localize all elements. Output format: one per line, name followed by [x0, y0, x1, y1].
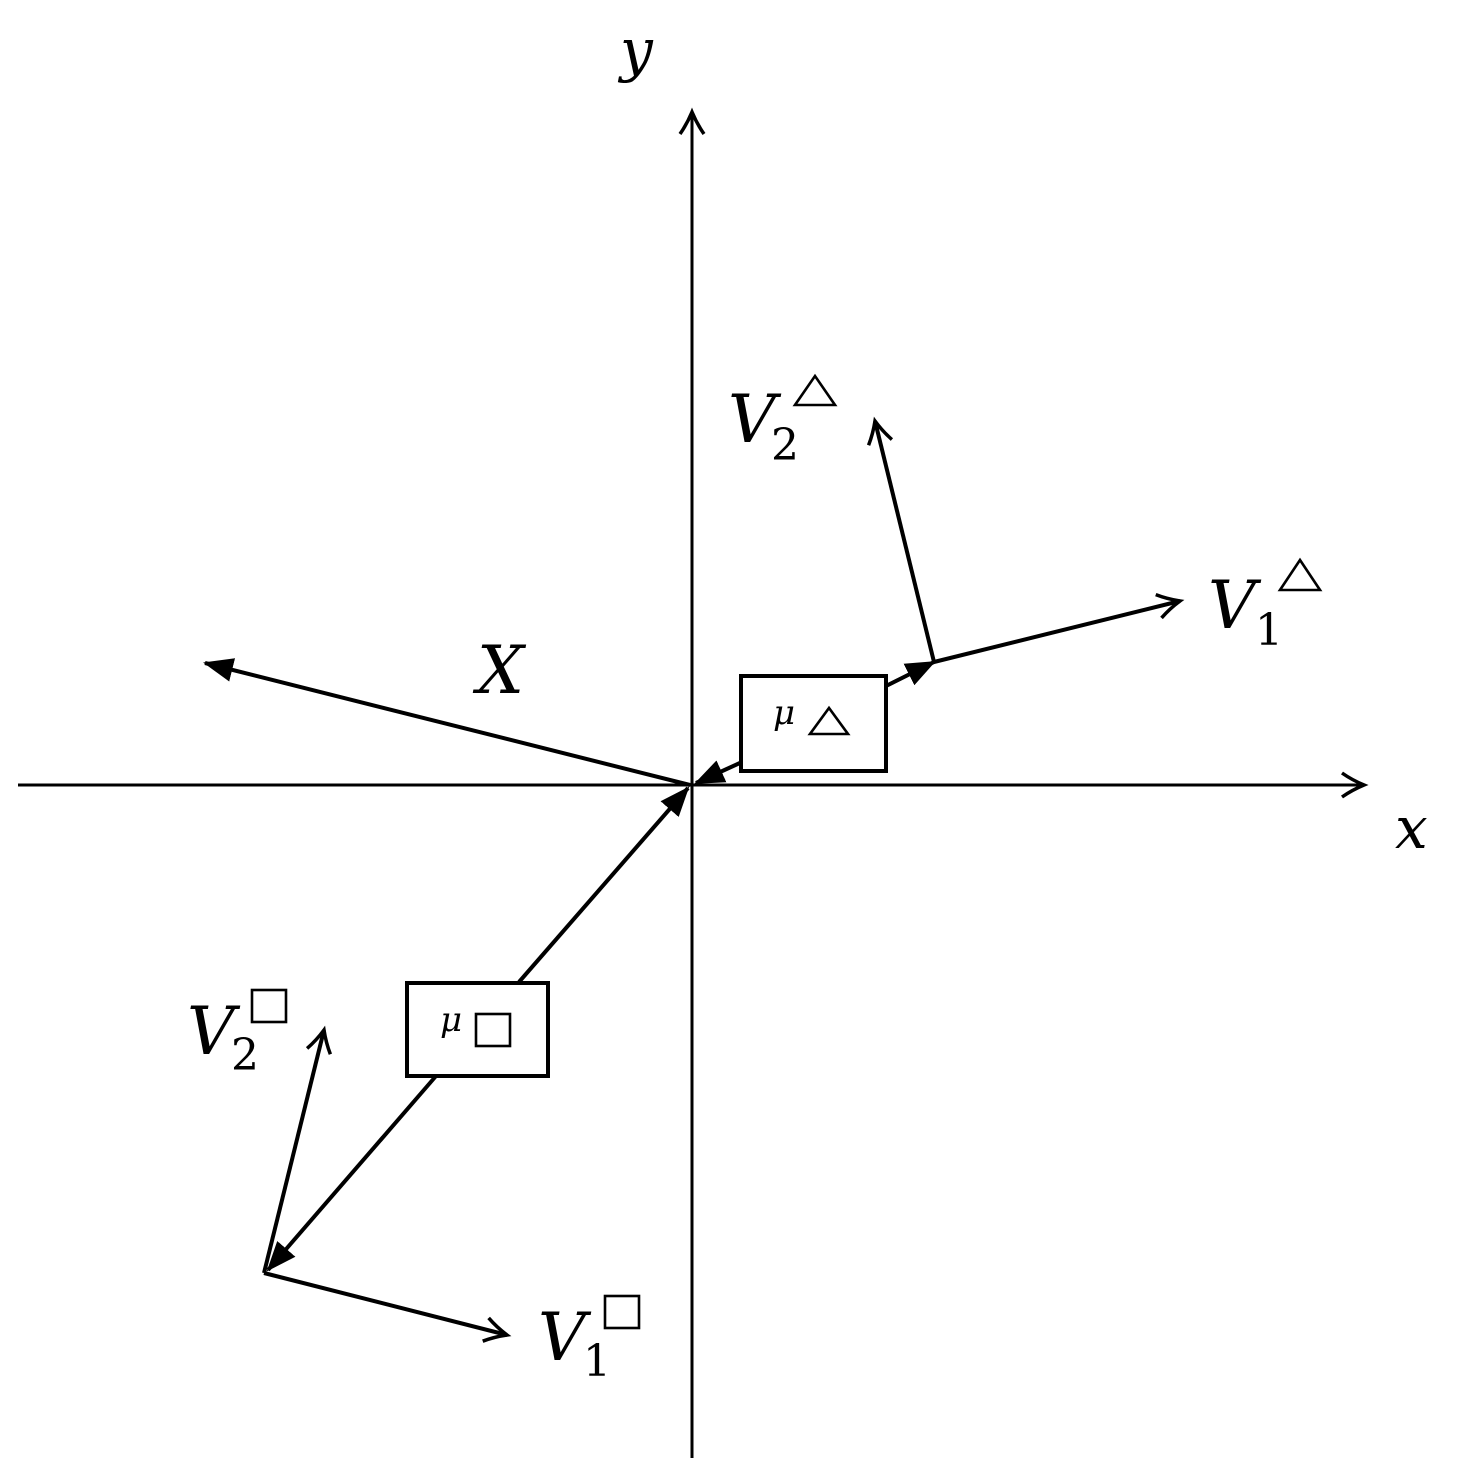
v2-square-letter: V [187, 993, 241, 1070]
vector-v1-square [263, 1271, 512, 1343]
mu-triangle-box [739, 674, 888, 773]
v1-triangle-letter: V [1208, 567, 1262, 644]
vector-v2-triangle [866, 416, 936, 663]
label-v2-triangle: V 2 [728, 373, 838, 471]
mu-triangle-letter: μ [773, 693, 795, 733]
vector-v2-square [262, 1025, 333, 1274]
mu-square-letter: μ [440, 1000, 462, 1040]
v1-square-letter: V [538, 1299, 592, 1376]
square-icon [250, 988, 288, 1024]
triangle-icon [792, 373, 838, 407]
v2-triangle-subscript: 2 [771, 420, 799, 471]
square-icon [474, 1012, 512, 1048]
vector-x [203, 658, 691, 787]
v1-square-subscript: 1 [583, 1336, 611, 1387]
triangle-icon [807, 705, 851, 736]
v2-square-subscript: 2 [231, 1030, 259, 1081]
vector-v1-triangle [933, 593, 1185, 664]
v1-triangle-subscript: 1 [1255, 605, 1283, 656]
v2-triangle-letter: V [728, 381, 782, 458]
vector-x-label: X [472, 632, 527, 709]
label-v2-square: V 2 [187, 988, 288, 1081]
mu-triangle-segment-upper [885, 660, 936, 688]
mu-square-segment-lower [266, 1074, 438, 1272]
mu-square-segment-upper [517, 786, 690, 984]
label-v1-triangle: V 1 [1208, 557, 1323, 656]
mu-square-box [405, 981, 550, 1078]
y-axis-label: y [617, 16, 654, 84]
triangle-icon [1277, 557, 1323, 592]
square-icon [603, 1294, 641, 1330]
label-v1-square: V 1 [538, 1294, 641, 1387]
x-axis-label: x [1395, 794, 1428, 862]
mu-triangle-segment-lower [694, 760, 743, 785]
